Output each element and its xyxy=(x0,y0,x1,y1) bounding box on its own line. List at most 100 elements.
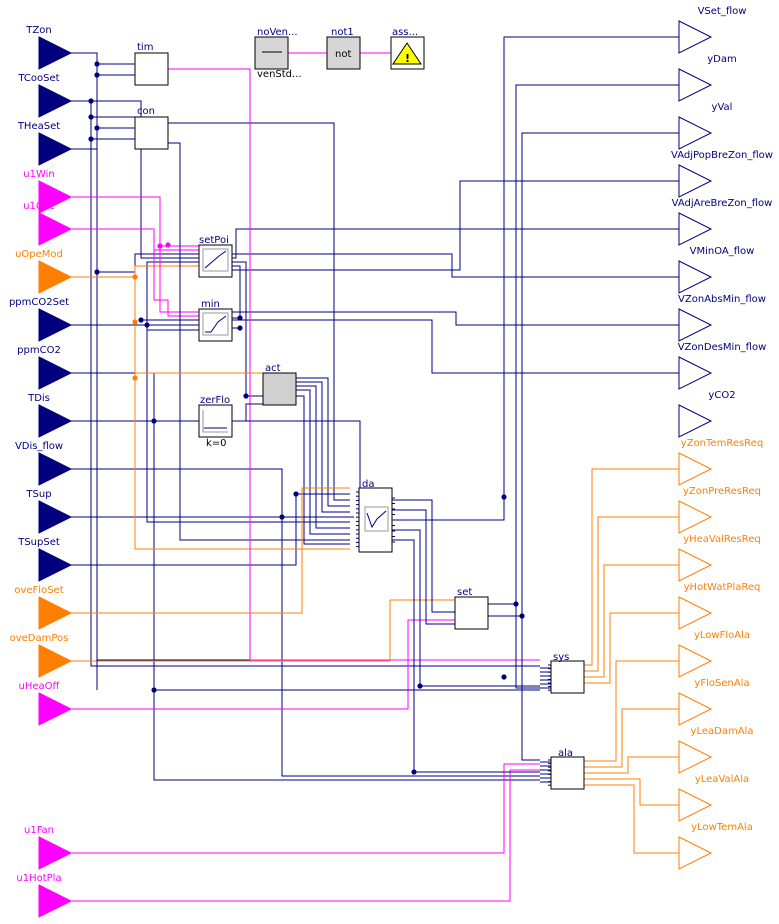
output-vadjpopbrezon-flow[interactable]: VAdjPopBreZon_flow xyxy=(671,150,773,198)
output-port-triangle[interactable] xyxy=(678,356,713,390)
input-theaset[interactable]: THeaSet xyxy=(17,121,73,166)
input-ovefloset[interactable]: oveFloSet xyxy=(14,585,73,630)
dam-block[interactable]: da xyxy=(358,479,393,553)
output-yleadamala[interactable]: yLeaDamAla xyxy=(678,726,753,774)
input-uopemod[interactable]: uOpeMod xyxy=(15,249,73,294)
input-port-label: TCooSet xyxy=(17,73,59,84)
set-block-box[interactable] xyxy=(454,596,489,630)
input-port-triangle[interactable] xyxy=(38,356,73,390)
input-port-triangle[interactable] xyxy=(38,260,73,294)
assert-block[interactable]: ! ass... xyxy=(390,27,425,70)
output-yco2[interactable]: yCO2 xyxy=(678,390,736,438)
output-port-label: yZonPreResReq xyxy=(683,486,761,497)
output-port-triangle[interactable] xyxy=(678,548,713,582)
input-ovedampos[interactable]: oveDamPos xyxy=(10,633,73,678)
input-port-triangle[interactable] xyxy=(38,180,73,214)
output-ylowfloala[interactable]: yLowFloAla xyxy=(678,630,750,678)
sys-block-box[interactable] xyxy=(550,660,585,694)
output-ylowtemala[interactable]: yLowTemAla xyxy=(678,822,753,870)
output-yheavalresreq[interactable]: yHeaValResReq xyxy=(678,534,761,582)
output-port-triangle[interactable] xyxy=(678,164,713,198)
act-block[interactable]: act xyxy=(262,363,297,406)
input-vdis-flow[interactable]: VDis_flow xyxy=(15,441,73,486)
input-port-triangle[interactable] xyxy=(38,36,73,70)
input-port-triangle[interactable] xyxy=(38,404,73,438)
output-port-triangle[interactable] xyxy=(678,212,713,246)
wire xyxy=(296,395,350,545)
output-port-triangle[interactable] xyxy=(678,788,713,822)
output-port-triangle[interactable] xyxy=(678,596,713,630)
input-port-triangle[interactable] xyxy=(38,884,73,918)
con-block[interactable]: con xyxy=(134,106,169,150)
input-port-triangle[interactable] xyxy=(38,836,73,870)
output-vset-flow[interactable]: VSet_flow xyxy=(678,6,747,54)
input-u1occ[interactable]: u1Occ xyxy=(23,201,73,246)
output-vzonabsmin-flow[interactable]: VZonAbsMin_flow xyxy=(678,294,766,342)
output-port-label: VSet_flow xyxy=(698,6,747,17)
input-port-triangle[interactable] xyxy=(38,452,73,486)
tim-block-box[interactable] xyxy=(134,52,169,86)
zerflo-block[interactable]: zerFlo k=0 xyxy=(198,395,233,449)
input-u1win[interactable]: u1Win xyxy=(23,169,73,214)
con-block-box[interactable] xyxy=(134,116,169,150)
output-port-triangle[interactable] xyxy=(678,692,713,726)
ala-block-box[interactable] xyxy=(550,756,585,790)
output-vminoa-flow[interactable]: VMinOA_flow xyxy=(678,246,754,294)
output-port-triangle[interactable] xyxy=(678,452,713,486)
output-port-triangle[interactable] xyxy=(678,644,713,678)
input-port-triangle[interactable] xyxy=(38,644,73,678)
output-yleavalala[interactable]: yLeaValAla xyxy=(678,774,749,822)
sys-block[interactable]: sys xyxy=(550,652,585,694)
input-u1hotpla[interactable]: u1HotPla xyxy=(16,873,73,918)
input-port-triangle[interactable] xyxy=(38,308,73,342)
input-port-triangle[interactable] xyxy=(38,212,73,246)
output-port-triangle[interactable] xyxy=(678,836,713,870)
not1-block[interactable]: not not1 xyxy=(326,27,361,70)
noven-block-box[interactable] xyxy=(254,36,289,70)
output-yval[interactable]: yVal xyxy=(678,102,732,150)
min-block[interactable]: min xyxy=(198,299,233,342)
output-ydam[interactable]: yDam xyxy=(678,54,737,102)
output-yhotwatplareq[interactable]: yHotWatPlaReq xyxy=(678,582,760,630)
input-ppmco2set[interactable]: ppmCO2Set xyxy=(9,297,73,342)
input-tsup[interactable]: TSup xyxy=(25,489,73,534)
tim-block[interactable]: tim xyxy=(134,42,169,86)
input-port-triangle[interactable] xyxy=(38,548,73,582)
output-yzontemresreq[interactable]: yZonTemResReq xyxy=(678,438,763,486)
set-block[interactable]: set xyxy=(454,587,489,630)
output-port-triangle[interactable] xyxy=(678,260,713,294)
input-ppmco2[interactable]: ppmCO2 xyxy=(17,345,73,390)
wire xyxy=(584,516,679,672)
input-tsupset[interactable]: TSupSet xyxy=(17,537,73,582)
output-vadjarebrezon-flow[interactable]: VAdjAreBreZon_flow xyxy=(672,198,773,246)
output-yflosenala[interactable]: yFloSenAla xyxy=(678,678,750,726)
setpoi-block[interactable]: setPoi xyxy=(198,235,233,278)
output-port-triangle[interactable] xyxy=(678,740,713,774)
output-port-triangle[interactable] xyxy=(678,404,713,438)
input-u1fan[interactable]: u1Fan xyxy=(24,825,73,870)
not1-block-label: not1 xyxy=(331,27,354,38)
ala-block[interactable]: ala xyxy=(550,748,585,790)
noven-block[interactable]: noVen... venStd... xyxy=(254,27,302,80)
input-uheaoff[interactable]: uHeaOff xyxy=(19,681,73,726)
input-port-triangle[interactable] xyxy=(38,84,73,118)
wire xyxy=(584,784,679,854)
input-tdis[interactable]: TDis xyxy=(27,393,73,438)
input-tzon[interactable]: TZon xyxy=(25,25,73,70)
act-block-box[interactable] xyxy=(262,372,297,406)
output-port-triangle[interactable] xyxy=(678,20,713,54)
output-yzonpreresreq[interactable]: yZonPreResReq xyxy=(678,486,761,534)
input-port-triangle[interactable] xyxy=(38,692,73,726)
input-port-triangle[interactable] xyxy=(38,596,73,630)
input-port-triangle[interactable] xyxy=(38,132,73,166)
input-port-triangle[interactable] xyxy=(38,500,73,534)
input-tcooset[interactable]: TCooSet xyxy=(17,73,73,118)
set-block-label: set xyxy=(457,587,472,598)
output-port-triangle[interactable] xyxy=(678,308,713,342)
output-vzondesmin-flow[interactable]: VZonDesMin_flow xyxy=(678,342,767,390)
not1-block-box[interactable] xyxy=(326,36,361,70)
output-port-triangle[interactable] xyxy=(678,116,713,150)
output-port-triangle[interactable] xyxy=(678,500,713,534)
output-port-triangle[interactable] xyxy=(678,68,713,102)
wire-junction xyxy=(237,315,243,321)
